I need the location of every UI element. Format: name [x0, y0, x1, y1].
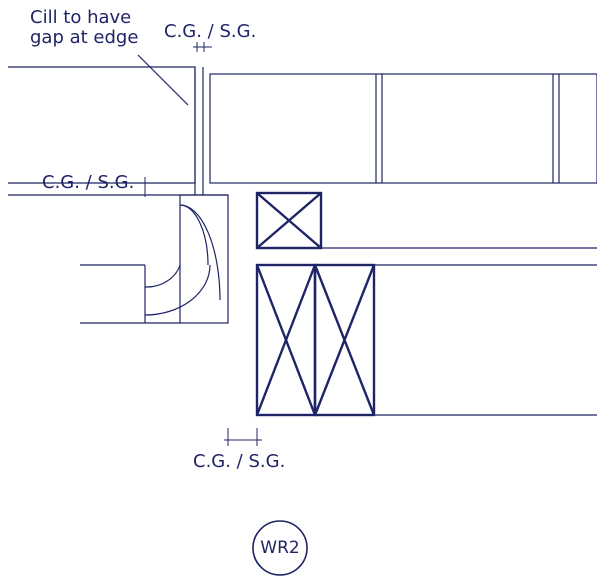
cg-sg-label-top: C.G. / S.G. [164, 21, 257, 42]
door-reveal [80, 194, 229, 324]
badge-label: WR2 [260, 538, 300, 558]
cill-note: Cill to have gap at edge [30, 8, 160, 48]
cg-sg-label-left: C.G. / S.G. [42, 172, 135, 193]
cill-leader-line [137, 54, 189, 106]
window-frame-top [209, 73, 597, 184]
timber-block-large-left [255, 263, 317, 417]
cill-note-line2: gap at edge [30, 27, 139, 48]
cg-sg-label-bottom: C.G. / S.G. [193, 451, 286, 472]
lintel-lines [321, 247, 597, 416]
badge-circle [252, 520, 308, 576]
timber-block-large-right [313, 263, 376, 417]
cill-note-line1: Cill to have [30, 7, 132, 28]
cill-section [8, 66, 204, 195]
dimension-marks [140, 42, 262, 446]
timber-block-small [255, 191, 323, 250]
